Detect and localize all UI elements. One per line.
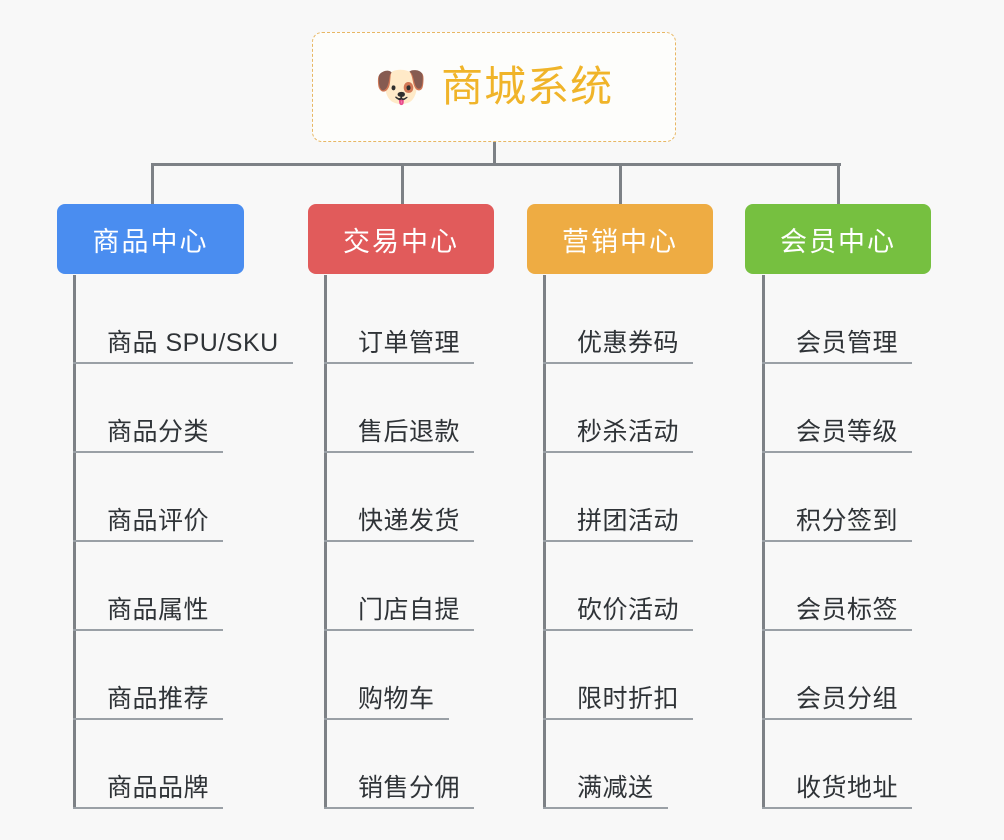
category-box-3[interactable]: 营销中心 bbox=[527, 204, 713, 274]
leaf-label: 快递发货 bbox=[358, 506, 461, 535]
leaf-underline: 砍价活动 bbox=[543, 595, 694, 631]
leaf-underline: 商品 SPU/SKU bbox=[73, 330, 293, 364]
leaf-label: 商品推荐 bbox=[107, 684, 210, 713]
leaf-item[interactable]: 销售分佣 bbox=[324, 720, 475, 809]
leaf-item[interactable]: 拼团活动 bbox=[543, 453, 694, 542]
leaf-trunk-connector bbox=[324, 275, 327, 809]
leaf-item[interactable]: 门店自提 bbox=[324, 542, 475, 631]
leaf-item[interactable]: 商品 SPU/SKU bbox=[73, 275, 293, 364]
root-node[interactable]: 🐶 商城系统 bbox=[312, 32, 676, 142]
leaf-underline: 购物车 bbox=[324, 686, 449, 720]
leaf-item[interactable]: 快递发货 bbox=[324, 453, 475, 542]
root-title: 商城系统 bbox=[441, 63, 614, 110]
leaf-label: 会员标签 bbox=[796, 595, 899, 624]
branch-bus-connector bbox=[152, 163, 841, 166]
leaf-label: 会员管理 bbox=[796, 328, 899, 357]
leaf-underline: 限时折扣 bbox=[543, 684, 694, 720]
leaf-label: 秒杀活动 bbox=[577, 417, 680, 446]
root-stem-connector bbox=[493, 142, 496, 166]
leaf-item[interactable]: 订单管理 bbox=[324, 275, 475, 364]
leaf-underline: 商品推荐 bbox=[73, 684, 224, 720]
leaf-underline: 会员管理 bbox=[762, 328, 913, 364]
category-box-2[interactable]: 交易中心 bbox=[308, 204, 494, 274]
leaf-trunk-connector bbox=[762, 275, 765, 809]
leaf-underline: 商品品牌 bbox=[73, 773, 224, 809]
leaf-underline: 优惠券码 bbox=[543, 328, 694, 364]
leaf-underline: 会员分组 bbox=[762, 684, 913, 720]
leaf-label: 商品 SPU/SKU bbox=[107, 328, 279, 357]
leaf-label: 商品评价 bbox=[107, 506, 210, 535]
leaf-underline: 快递发货 bbox=[324, 506, 475, 542]
leaf-item[interactable]: 会员管理 bbox=[762, 275, 913, 364]
leaf-underline: 会员标签 bbox=[762, 595, 913, 631]
leaf-underline: 商品评价 bbox=[73, 506, 224, 542]
leaf-item[interactable]: 购物车 bbox=[324, 631, 449, 720]
leaf-label: 积分签到 bbox=[796, 506, 899, 535]
leaf-item[interactable]: 商品分类 bbox=[73, 364, 224, 453]
leaf-label: 会员分组 bbox=[796, 684, 899, 713]
category-label: 交易中心 bbox=[343, 226, 459, 257]
category-box-4[interactable]: 会员中心 bbox=[745, 204, 931, 274]
leaf-item[interactable]: 商品品牌 bbox=[73, 720, 224, 809]
leaf-item[interactable]: 商品推荐 bbox=[73, 631, 224, 720]
leaf-item[interactable]: 会员等级 bbox=[762, 364, 913, 453]
leaf-item[interactable]: 会员标签 bbox=[762, 542, 913, 631]
leaf-underline: 满减送 bbox=[543, 775, 668, 809]
leaf-underline: 售后退款 bbox=[324, 417, 475, 453]
leaf-item[interactable]: 售后退款 bbox=[324, 364, 475, 453]
branch-stem-connector bbox=[837, 163, 840, 204]
leaf-label: 满减送 bbox=[577, 773, 654, 802]
leaf-underline: 会员等级 bbox=[762, 417, 913, 453]
leaf-underline: 秒杀活动 bbox=[543, 417, 694, 453]
leaf-underline: 门店自提 bbox=[324, 595, 475, 631]
leaf-underline: 商品属性 bbox=[73, 595, 224, 631]
leaf-label: 商品属性 bbox=[107, 595, 210, 624]
leaf-label: 销售分佣 bbox=[358, 773, 461, 802]
leaf-label: 收货地址 bbox=[796, 773, 899, 802]
leaf-item[interactable]: 满减送 bbox=[543, 720, 668, 809]
leaf-label: 商品品牌 bbox=[107, 773, 210, 802]
dog-face-icon: 🐶 bbox=[374, 63, 428, 110]
leaf-label: 限时折扣 bbox=[577, 684, 680, 713]
leaf-label: 砍价活动 bbox=[577, 595, 680, 624]
leaf-underline: 商品分类 bbox=[73, 417, 224, 453]
branch-stem-connector bbox=[151, 163, 154, 204]
leaf-item[interactable]: 限时折扣 bbox=[543, 631, 694, 720]
branch-stem-connector bbox=[401, 163, 404, 204]
leaf-underline: 积分签到 bbox=[762, 506, 913, 542]
branch-stem-connector bbox=[619, 163, 622, 204]
category-label: 营销中心 bbox=[562, 226, 678, 257]
leaf-underline: 销售分佣 bbox=[324, 773, 475, 809]
leaf-item[interactable]: 优惠券码 bbox=[543, 275, 694, 364]
leaf-item[interactable]: 会员分组 bbox=[762, 631, 913, 720]
leaf-label: 订单管理 bbox=[358, 328, 461, 357]
leaf-item[interactable]: 秒杀活动 bbox=[543, 364, 694, 453]
leaf-item[interactable]: 积分签到 bbox=[762, 453, 913, 542]
leaf-trunk-connector bbox=[543, 275, 546, 809]
leaf-label: 商品分类 bbox=[107, 417, 210, 446]
leaf-label: 门店自提 bbox=[358, 595, 461, 624]
leaf-underline: 收货地址 bbox=[762, 773, 913, 809]
leaf-underline: 订单管理 bbox=[324, 328, 475, 364]
leaf-item[interactable]: 商品属性 bbox=[73, 542, 224, 631]
leaf-label: 会员等级 bbox=[796, 417, 899, 446]
category-label: 商品中心 bbox=[92, 226, 209, 257]
leaf-label: 购物车 bbox=[358, 684, 435, 713]
leaf-item[interactable]: 收货地址 bbox=[762, 720, 913, 809]
leaf-item[interactable]: 商品评价 bbox=[73, 453, 224, 542]
leaf-underline: 拼团活动 bbox=[543, 506, 694, 542]
leaf-label: 售后退款 bbox=[358, 417, 461, 446]
leaf-label: 拼团活动 bbox=[577, 506, 680, 535]
category-label: 会员中心 bbox=[780, 226, 896, 257]
leaf-item[interactable]: 砍价活动 bbox=[543, 542, 694, 631]
leaf-label: 优惠券码 bbox=[577, 328, 680, 357]
category-box-1[interactable]: 商品中心 bbox=[57, 204, 244, 274]
leaf-trunk-connector bbox=[73, 275, 76, 809]
